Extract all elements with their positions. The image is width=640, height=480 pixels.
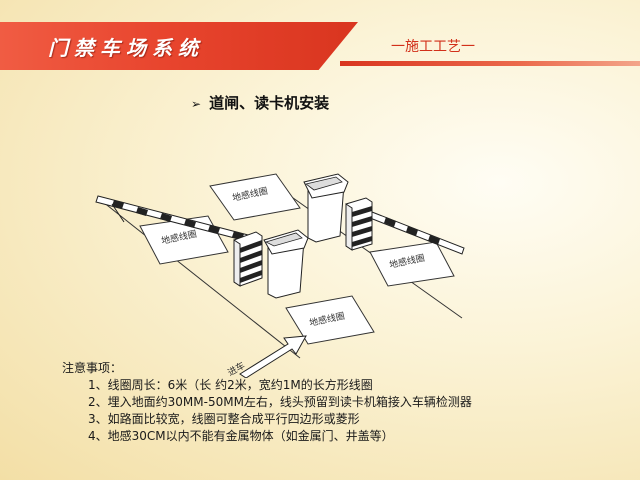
road-outline (97, 177, 463, 359)
note-item: 3、如路面比较宽，线圈可整合成平行四边形或菱形 (88, 412, 360, 426)
app-title: 门禁车场系统 (48, 36, 204, 60)
barrier-cabinet-left (233, 231, 263, 287)
bullet-arrow-icon: ➢ (191, 97, 202, 111)
loop-bottom (285, 295, 375, 345)
notes-title: 注意事项： (62, 361, 123, 375)
note-item: 1、线圈周长：6米（长 约2米，宽约1M的长方形线圈 (88, 378, 373, 392)
barrier-arm-left (95, 195, 253, 243)
installation-diagram: 地感线圈 地感线圈 地感线圈 地感线圈 (95, 173, 465, 378)
note-item: 4、地感30CM以内不能有金属物体（如金属门、井盖等） (88, 429, 394, 443)
note-item: 2、埋入地面约30MM-50MM左右，线头预留到读卡机箱接入车辆检测器 (88, 395, 472, 409)
card-reader-rear (303, 173, 349, 243)
notes-section: 注意事项： 1、线圈周长：6米（长 约2米，宽约1M的长方形线圈 2、埋入地面约… (62, 360, 472, 445)
section-tag: 一施工工艺一 (391, 39, 475, 55)
header-divider (340, 61, 640, 66)
loop-top-center (209, 173, 301, 221)
loop-right (369, 241, 455, 287)
page-heading: ➢ 道闸、读卡机安装 (191, 92, 329, 113)
card-reader-front (263, 229, 309, 299)
entry-arrow-icon (239, 335, 307, 378)
barrier-cabinet-right (345, 197, 373, 251)
header-band (0, 22, 358, 70)
page-heading-text: 道闸、读卡机安装 (209, 94, 330, 112)
